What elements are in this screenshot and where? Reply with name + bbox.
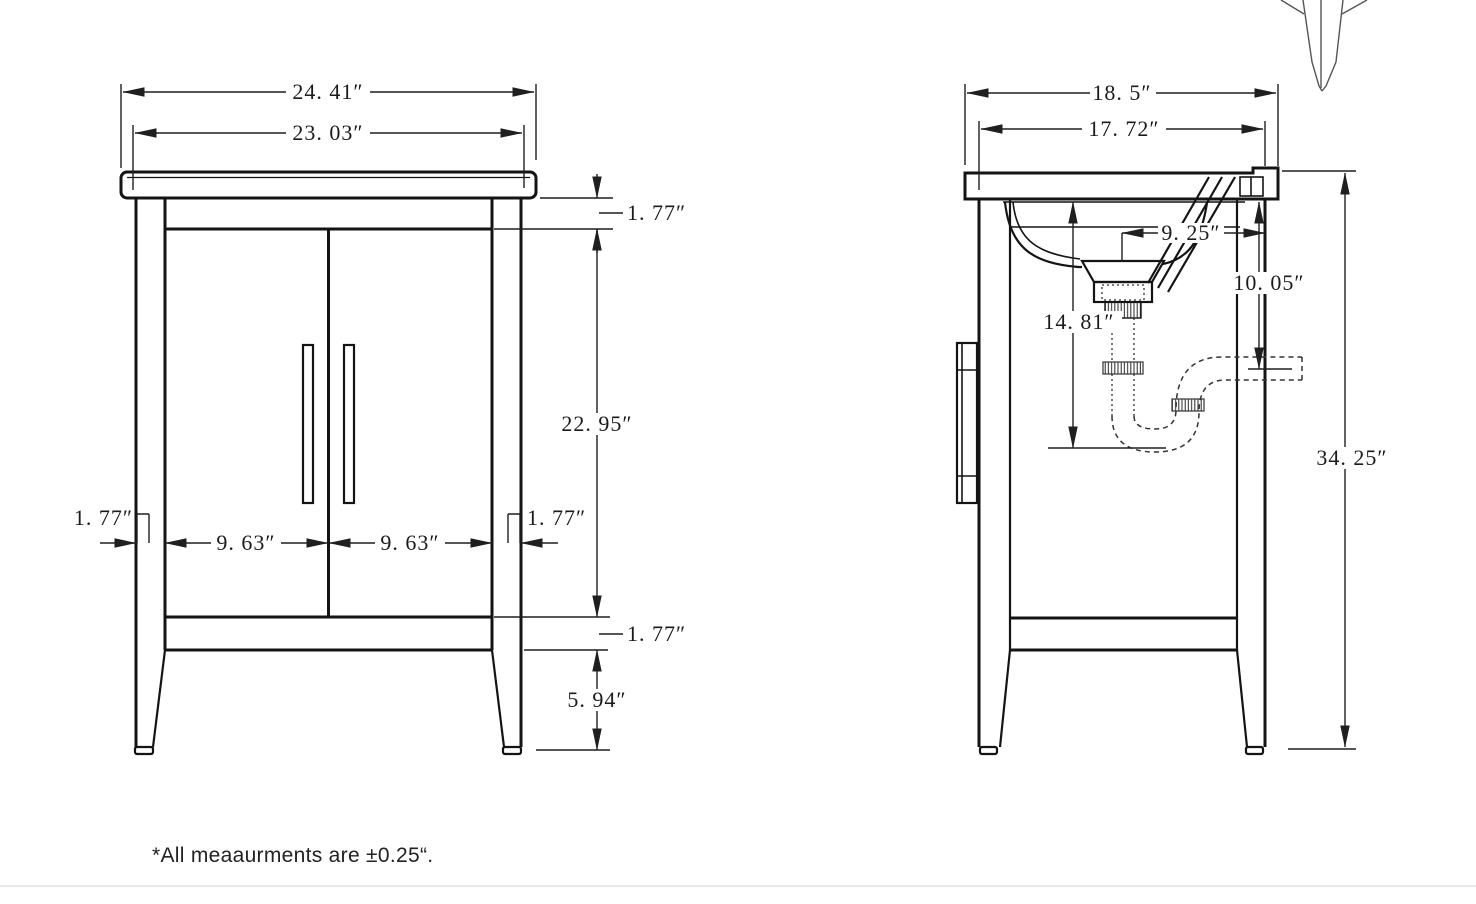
front-countertop	[119, 170, 538, 200]
faucet-fragment	[1280, 0, 1368, 92]
side-back-foot	[1244, 745, 1265, 756]
front-right-foot	[501, 745, 523, 756]
dim-leg-height: 5. 94″	[567, 687, 626, 712]
side-view-dimensions: 18. 5″ 17. 72″ 9. 25″ 10. 05″ 14. 81″ 34…	[964, 80, 1396, 750]
dim-right-stile: 1. 77″	[527, 505, 586, 530]
dim-left-door-width: 9. 63″	[216, 530, 275, 555]
dim-bottom-rail-height: 1. 77″	[627, 621, 686, 646]
dim-counter-to-outlet: 10. 05″	[1233, 270, 1304, 295]
dim-cabinet-depth: 17. 72″	[1088, 116, 1159, 141]
tolerance-note: *All meaaurments are ±0.25“.	[152, 844, 433, 867]
dim-drain-to-back: 9. 25″	[1161, 220, 1220, 245]
slip-nut-upper	[1102, 361, 1144, 375]
dim-door-opening-height: 22. 95″	[561, 411, 632, 436]
left-door-handle	[301, 343, 315, 505]
side-view	[955, 166, 1303, 756]
side-front-foot	[978, 745, 999, 756]
dim-right-door-width: 9. 63″	[380, 530, 439, 555]
dim-overall-height: 34. 25″	[1316, 445, 1387, 470]
side-countertop	[963, 166, 1280, 201]
dim-counter-depth: 18. 5″	[1092, 80, 1151, 105]
right-door-handle	[342, 343, 356, 505]
front-view-dimensions: 24. 41″ 23. 03″ 1. 77″ 22. 95″ 1. 77″ 5.…	[74, 79, 686, 751]
dim-front-cabinet-width: 23. 03″	[292, 120, 363, 145]
dim-left-stile: 1. 77″	[74, 505, 133, 530]
slip-nut-lower	[1171, 398, 1205, 412]
dim-front-counter-width: 24. 41″	[292, 79, 363, 104]
front-view	[119, 170, 538, 756]
dim-counter-height: 1. 77″	[627, 200, 686, 225]
front-left-foot	[133, 745, 155, 756]
dim-counter-to-trap: 14. 81″	[1043, 309, 1114, 334]
side-door-handle	[955, 341, 979, 505]
drain-plumbing	[1102, 318, 1303, 453]
